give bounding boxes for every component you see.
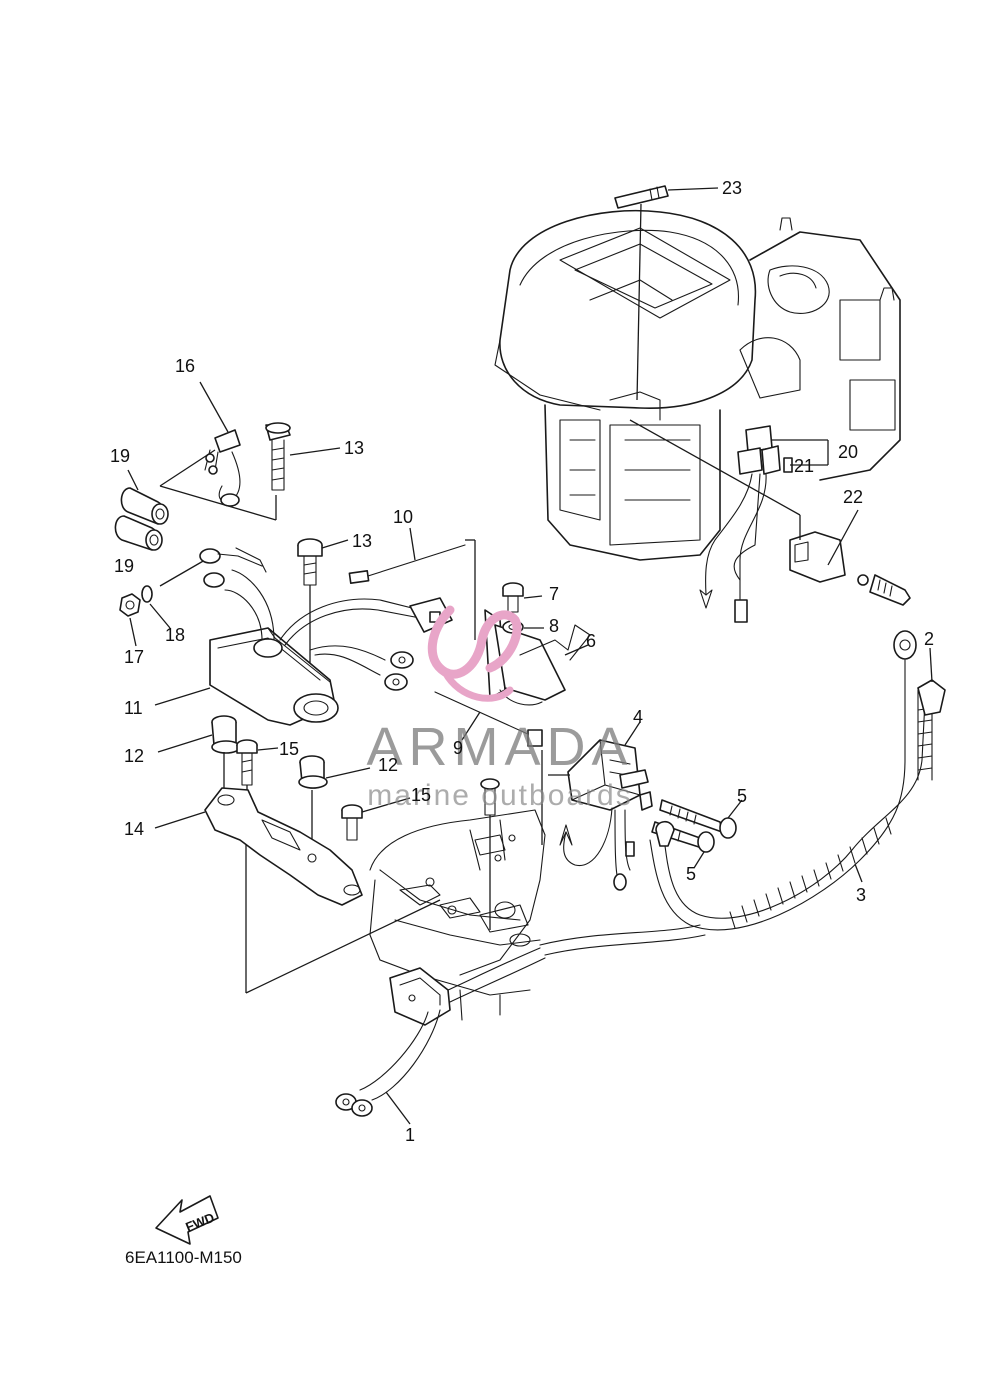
part-9-cable-tie — [434, 691, 543, 845]
callout-19-lower: 19 — [114, 556, 134, 576]
callout-16: 16 — [175, 356, 195, 376]
part-22-bracket — [789, 509, 911, 606]
part-16-ground-terminal — [159, 381, 277, 521]
callout-12-right: 12 — [378, 755, 398, 775]
callout-15-left: 15 — [279, 739, 299, 759]
part-7-bolt — [502, 582, 543, 613]
engine-block-drawing — [494, 209, 901, 561]
part-23-clip — [614, 185, 719, 401]
callout-labels: 1 2 3 4 5 5 6 7 8 9 10 11 12 12 13 13 14… — [110, 178, 934, 1145]
callout-13-upper: 13 — [344, 438, 364, 458]
part-17-nut-18-washer — [119, 559, 206, 647]
part-12-grommet-right — [298, 755, 371, 860]
callout-14: 14 — [124, 819, 144, 839]
part-19-sleeves — [114, 469, 169, 551]
callout-18: 18 — [165, 625, 185, 645]
callout-22: 22 — [843, 487, 863, 507]
part-10-cable-tie — [348, 527, 476, 640]
fwd-direction-arrow: FWD — [155, 1195, 219, 1245]
part-5-bolt-upper — [659, 799, 743, 839]
lower-mount-drawing — [369, 809, 546, 1021]
part-8-washer — [502, 620, 544, 634]
part-12-grommet-left — [157, 715, 241, 805]
callout-13-lower: 13 — [352, 531, 372, 551]
drawing-code: 6EA1100-M150 — [125, 1248, 242, 1267]
watermark-tagline: marine outboards — [367, 779, 632, 812]
callout-6: 6 — [586, 631, 596, 651]
callout-3: 3 — [856, 885, 866, 905]
callout-17: 17 — [124, 647, 144, 667]
part-1-cable-grommet — [335, 947, 546, 1125]
part-15-bolt-right — [341, 778, 500, 930]
part-20-21-connector — [629, 419, 829, 623]
callout-10: 10 — [393, 507, 413, 527]
callout-1: 1 — [405, 1125, 415, 1145]
part-13-bolt-lower — [297, 538, 349, 700]
part-13-bolt-upper — [265, 422, 341, 491]
callout-9: 9 — [453, 738, 463, 758]
callout-19-upper: 19 — [110, 446, 130, 466]
part-4-rectifier — [548, 721, 649, 891]
callout-5-upper: 5 — [737, 786, 747, 806]
callout-12-left: 12 — [124, 746, 144, 766]
callout-11: 11 — [124, 698, 143, 718]
callout-21: 21 — [794, 456, 814, 476]
watermark-brand: ARMADA — [366, 717, 633, 777]
part-3-battery-cable — [539, 659, 933, 956]
callout-20: 20 — [838, 442, 858, 462]
callout-8: 8 — [549, 616, 559, 636]
part-14-base-plate — [154, 787, 441, 994]
callout-5-lower: 5 — [686, 864, 696, 884]
part-15-bolt-left — [236, 739, 279, 835]
armada-logo-mark — [427, 605, 522, 702]
callout-4: 4 — [633, 707, 643, 727]
callout-7: 7 — [549, 584, 559, 604]
part-2-terminal — [639, 630, 946, 847]
callout-2: 2 — [924, 629, 934, 649]
callout-15-right: 15 — [411, 785, 431, 805]
callout-23: 23 — [722, 178, 742, 198]
